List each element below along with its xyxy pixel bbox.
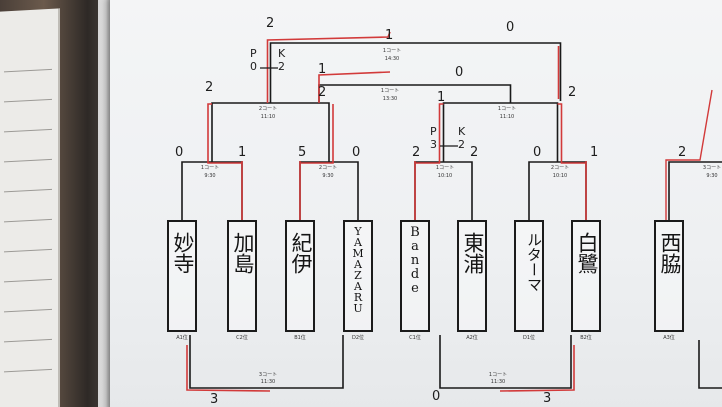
- pk-p: P: [430, 125, 437, 138]
- round1-court: 3コート: [702, 165, 722, 171]
- winner-trace: [266, 31, 391, 103]
- final-score: 2: [266, 16, 275, 31]
- seed-label: A2位: [466, 335, 478, 341]
- team-box: ルターマ: [514, 220, 544, 332]
- round2-court: 1コート: [497, 106, 517, 112]
- bottom-time: 11:30: [490, 379, 506, 385]
- round1-time: 9:30: [706, 173, 718, 179]
- pk-k: K: [458, 125, 466, 138]
- semi-score: 0: [455, 65, 464, 80]
- bottom-score: 0: [432, 389, 441, 404]
- winner-trace: [415, 103, 444, 164]
- seed-label: D1位: [522, 335, 536, 341]
- team-box: 西脇: [654, 220, 684, 332]
- team-box: 白鷺: [571, 220, 601, 332]
- round1-time: 9:30: [204, 173, 216, 179]
- final-score: 0: [506, 20, 515, 35]
- pk-left: 0: [250, 60, 257, 73]
- final-court: 1コート: [382, 48, 402, 54]
- round1-score: 5: [298, 145, 307, 160]
- team-box: 加島: [227, 220, 257, 332]
- round1-score: 0: [533, 145, 542, 160]
- pk-left: 3: [430, 138, 437, 151]
- seed-label: C2位: [236, 335, 248, 341]
- winner-trace: [186, 345, 271, 392]
- round1-score: 2: [678, 145, 687, 160]
- round1-time: 10:10: [552, 173, 568, 179]
- pk-k: K: [278, 47, 286, 60]
- pk-right: 2: [278, 60, 285, 73]
- final-time: 14:30: [384, 56, 400, 62]
- winner-trace: [207, 103, 242, 164]
- seed-label: D2位: [351, 335, 365, 341]
- winner-trace: [499, 345, 575, 392]
- round2-court: 2コート: [258, 106, 278, 112]
- team-name: 白鷺: [575, 232, 599, 274]
- winner-trace: [665, 89, 713, 220]
- team-name: 加島: [231, 232, 255, 274]
- bottom-score: 3: [210, 392, 219, 407]
- round1-score: 1: [238, 145, 247, 160]
- team-name: 東浦: [461, 232, 485, 274]
- team-name: 紀伊: [289, 232, 313, 274]
- winner-trace: [300, 104, 334, 164]
- team-name: ルターマ: [525, 232, 543, 292]
- round2-time: 11:10: [499, 114, 515, 120]
- round2-time: 11:10: [260, 114, 276, 120]
- round1-court: 2コート: [550, 165, 570, 171]
- round2-score: 2: [205, 80, 214, 95]
- winner-trace: [318, 71, 391, 103]
- final-bracket-line: [269, 42, 562, 103]
- bottom-score: 3: [543, 391, 552, 406]
- round1-time: 9:30: [322, 173, 334, 179]
- seed-label: B2位: [580, 335, 592, 341]
- team-box: 紀伊: [285, 220, 315, 332]
- round1-score: 1: [590, 145, 599, 160]
- round1-court: 2コート: [318, 165, 338, 171]
- seed-label: C1位: [409, 335, 421, 341]
- bottom-bracket-line: [439, 335, 572, 389]
- bottom-time: 11:30: [260, 379, 276, 385]
- final-score: 1: [385, 28, 394, 43]
- semi-score: 1: [318, 62, 327, 77]
- whiteboard: [110, 0, 722, 407]
- winner-trace: [557, 103, 586, 164]
- team-name: 妙寺: [171, 232, 195, 274]
- round1-time: 10:10: [437, 173, 453, 179]
- round1-score: 0: [175, 145, 184, 160]
- pk-p: P: [250, 47, 257, 60]
- round1-court: 1コート: [435, 165, 455, 171]
- team-box: 妙寺: [167, 220, 197, 332]
- round2-bracket-line: [442, 102, 559, 162]
- pk-right: 2: [458, 138, 465, 151]
- round2-score: 2: [318, 85, 327, 100]
- seed-label: A1位: [176, 335, 188, 341]
- round1-score: 0: [352, 145, 361, 160]
- bottom-court: 3コート: [258, 372, 278, 378]
- round2-score: 1: [437, 90, 446, 105]
- seed-label: B1位: [294, 335, 306, 341]
- team-box: 東浦: [457, 220, 487, 332]
- seed-label: A3位: [663, 335, 675, 341]
- bottom-bracket-line: [189, 335, 344, 389]
- team-name: 西脇: [658, 232, 682, 274]
- bottom-court: 1コート: [488, 372, 508, 378]
- semi-time: 13:30: [382, 96, 398, 102]
- round1-court: 1コート: [200, 165, 220, 171]
- round1-score: 2: [412, 145, 421, 160]
- round1-score: 2: [470, 145, 479, 160]
- semi-bracket-line: [318, 84, 512, 103]
- round2-score: 2: [568, 85, 577, 100]
- round1-bracket-line: [668, 161, 722, 220]
- semi-court: 1コート: [380, 88, 400, 94]
- bottom-bracket-line: [698, 340, 722, 389]
